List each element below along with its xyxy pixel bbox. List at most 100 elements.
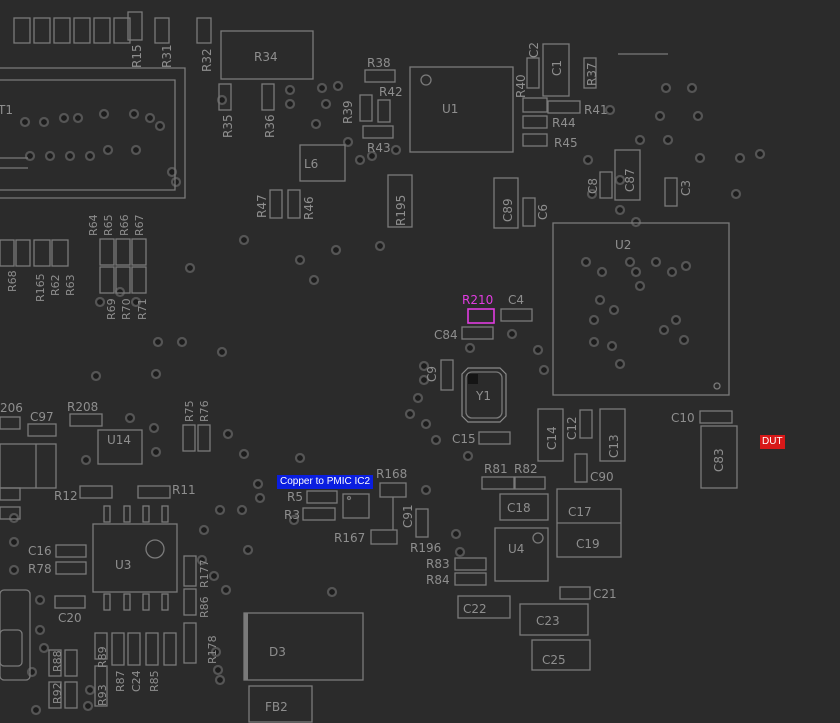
label-R40: R40	[514, 74, 528, 98]
label-R3: R3	[284, 508, 300, 522]
via	[150, 446, 162, 458]
R210-footprint-highlighted[interactable]	[467, 308, 495, 324]
R168-footprint	[379, 482, 407, 498]
IC2-footprint	[342, 493, 370, 519]
via	[450, 528, 462, 540]
via	[678, 334, 690, 346]
R86-footprint	[183, 588, 197, 616]
via	[366, 150, 378, 162]
label-C84: C84	[434, 328, 458, 342]
via	[8, 564, 20, 576]
left-resistor-stack	[0, 238, 147, 294]
R43-footprint	[362, 125, 394, 139]
C91-footprint	[415, 508, 429, 538]
label-U1: U1	[442, 102, 458, 116]
R76-footprint	[197, 424, 211, 452]
C8-footprint	[599, 171, 613, 199]
label-U2: U2	[615, 238, 631, 252]
C23-footprint	[519, 603, 589, 636]
R195-footprint	[387, 174, 413, 228]
C13-footprint	[599, 408, 626, 462]
C84-footprint	[461, 326, 494, 340]
label-C9: C9	[425, 366, 439, 382]
via	[170, 176, 182, 188]
via	[238, 448, 250, 460]
via	[102, 144, 114, 156]
IC2-pin1-marker	[346, 495, 352, 501]
label-R208: R208	[67, 400, 98, 414]
label-R41: R41	[584, 103, 608, 117]
label-R78: R78	[28, 562, 52, 576]
label-U14: U14	[107, 433, 131, 447]
via	[154, 120, 166, 132]
C12-footprint	[579, 409, 593, 439]
bottom-left-resistor-array	[48, 632, 177, 709]
via	[310, 118, 322, 130]
label-R12: R12	[54, 489, 78, 503]
bottom-left-inductor-inner	[0, 629, 23, 667]
U1-footprint	[409, 66, 514, 153]
Y1-footprint	[461, 367, 507, 423]
C15-footprint	[478, 431, 511, 445]
R37-footprint	[583, 57, 597, 89]
R34-footprint	[220, 30, 314, 80]
via	[26, 666, 38, 678]
R11-footprint	[137, 485, 171, 499]
label-C83: C83	[712, 448, 726, 472]
via	[242, 544, 254, 556]
D3-footprint	[243, 612, 364, 681]
via	[236, 504, 248, 516]
dut-marker-label[interactable]: DUT	[760, 435, 785, 449]
label-C15: C15	[452, 432, 476, 446]
R81-footprint	[481, 476, 515, 490]
via	[658, 324, 670, 336]
via	[222, 428, 234, 440]
via	[212, 664, 224, 676]
C9-footprint	[440, 359, 454, 391]
via	[404, 408, 416, 420]
C89-footprint	[493, 177, 519, 229]
label-C89: C89	[501, 198, 515, 222]
label-R167: R167	[334, 531, 365, 545]
label-R70: R70	[120, 298, 133, 320]
via	[210, 646, 222, 658]
via	[532, 344, 544, 356]
label-C1: C1	[550, 60, 564, 76]
via	[114, 286, 126, 298]
R84-footprint	[454, 572, 487, 586]
via	[420, 418, 432, 430]
C10-footprint	[699, 410, 733, 424]
label-R83: R83	[426, 557, 450, 571]
via	[606, 340, 618, 352]
label-C23: C23	[536, 614, 560, 628]
via	[208, 570, 220, 582]
label-C87: C87	[623, 168, 637, 192]
via	[666, 266, 678, 278]
label-C97: C97	[30, 410, 54, 424]
net-callout-label[interactable]: Copper to PMIC IC2	[277, 475, 374, 489]
label-R35: R35	[221, 114, 235, 138]
via	[34, 594, 46, 606]
label-C24: C24	[130, 670, 143, 692]
via	[284, 84, 296, 96]
label-R71: R71	[136, 298, 149, 320]
via	[34, 624, 46, 636]
via	[8, 536, 20, 548]
label-C22: C22	[463, 602, 487, 616]
label-C13: C13	[607, 434, 621, 458]
label-C12: C12	[565, 416, 579, 440]
C25-footprint	[531, 639, 591, 671]
L6-footprint	[299, 144, 346, 182]
via	[454, 546, 466, 558]
via	[614, 174, 626, 186]
via	[152, 336, 164, 348]
R45-footprint	[522, 133, 548, 147]
via	[254, 492, 266, 504]
R83-footprint	[454, 557, 487, 571]
D3-cathode-band	[244, 613, 248, 680]
label-R37: R37	[585, 62, 599, 86]
label-R196: R196	[410, 541, 441, 555]
C18-footprint	[499, 493, 549, 521]
Y1-inner	[465, 371, 503, 419]
